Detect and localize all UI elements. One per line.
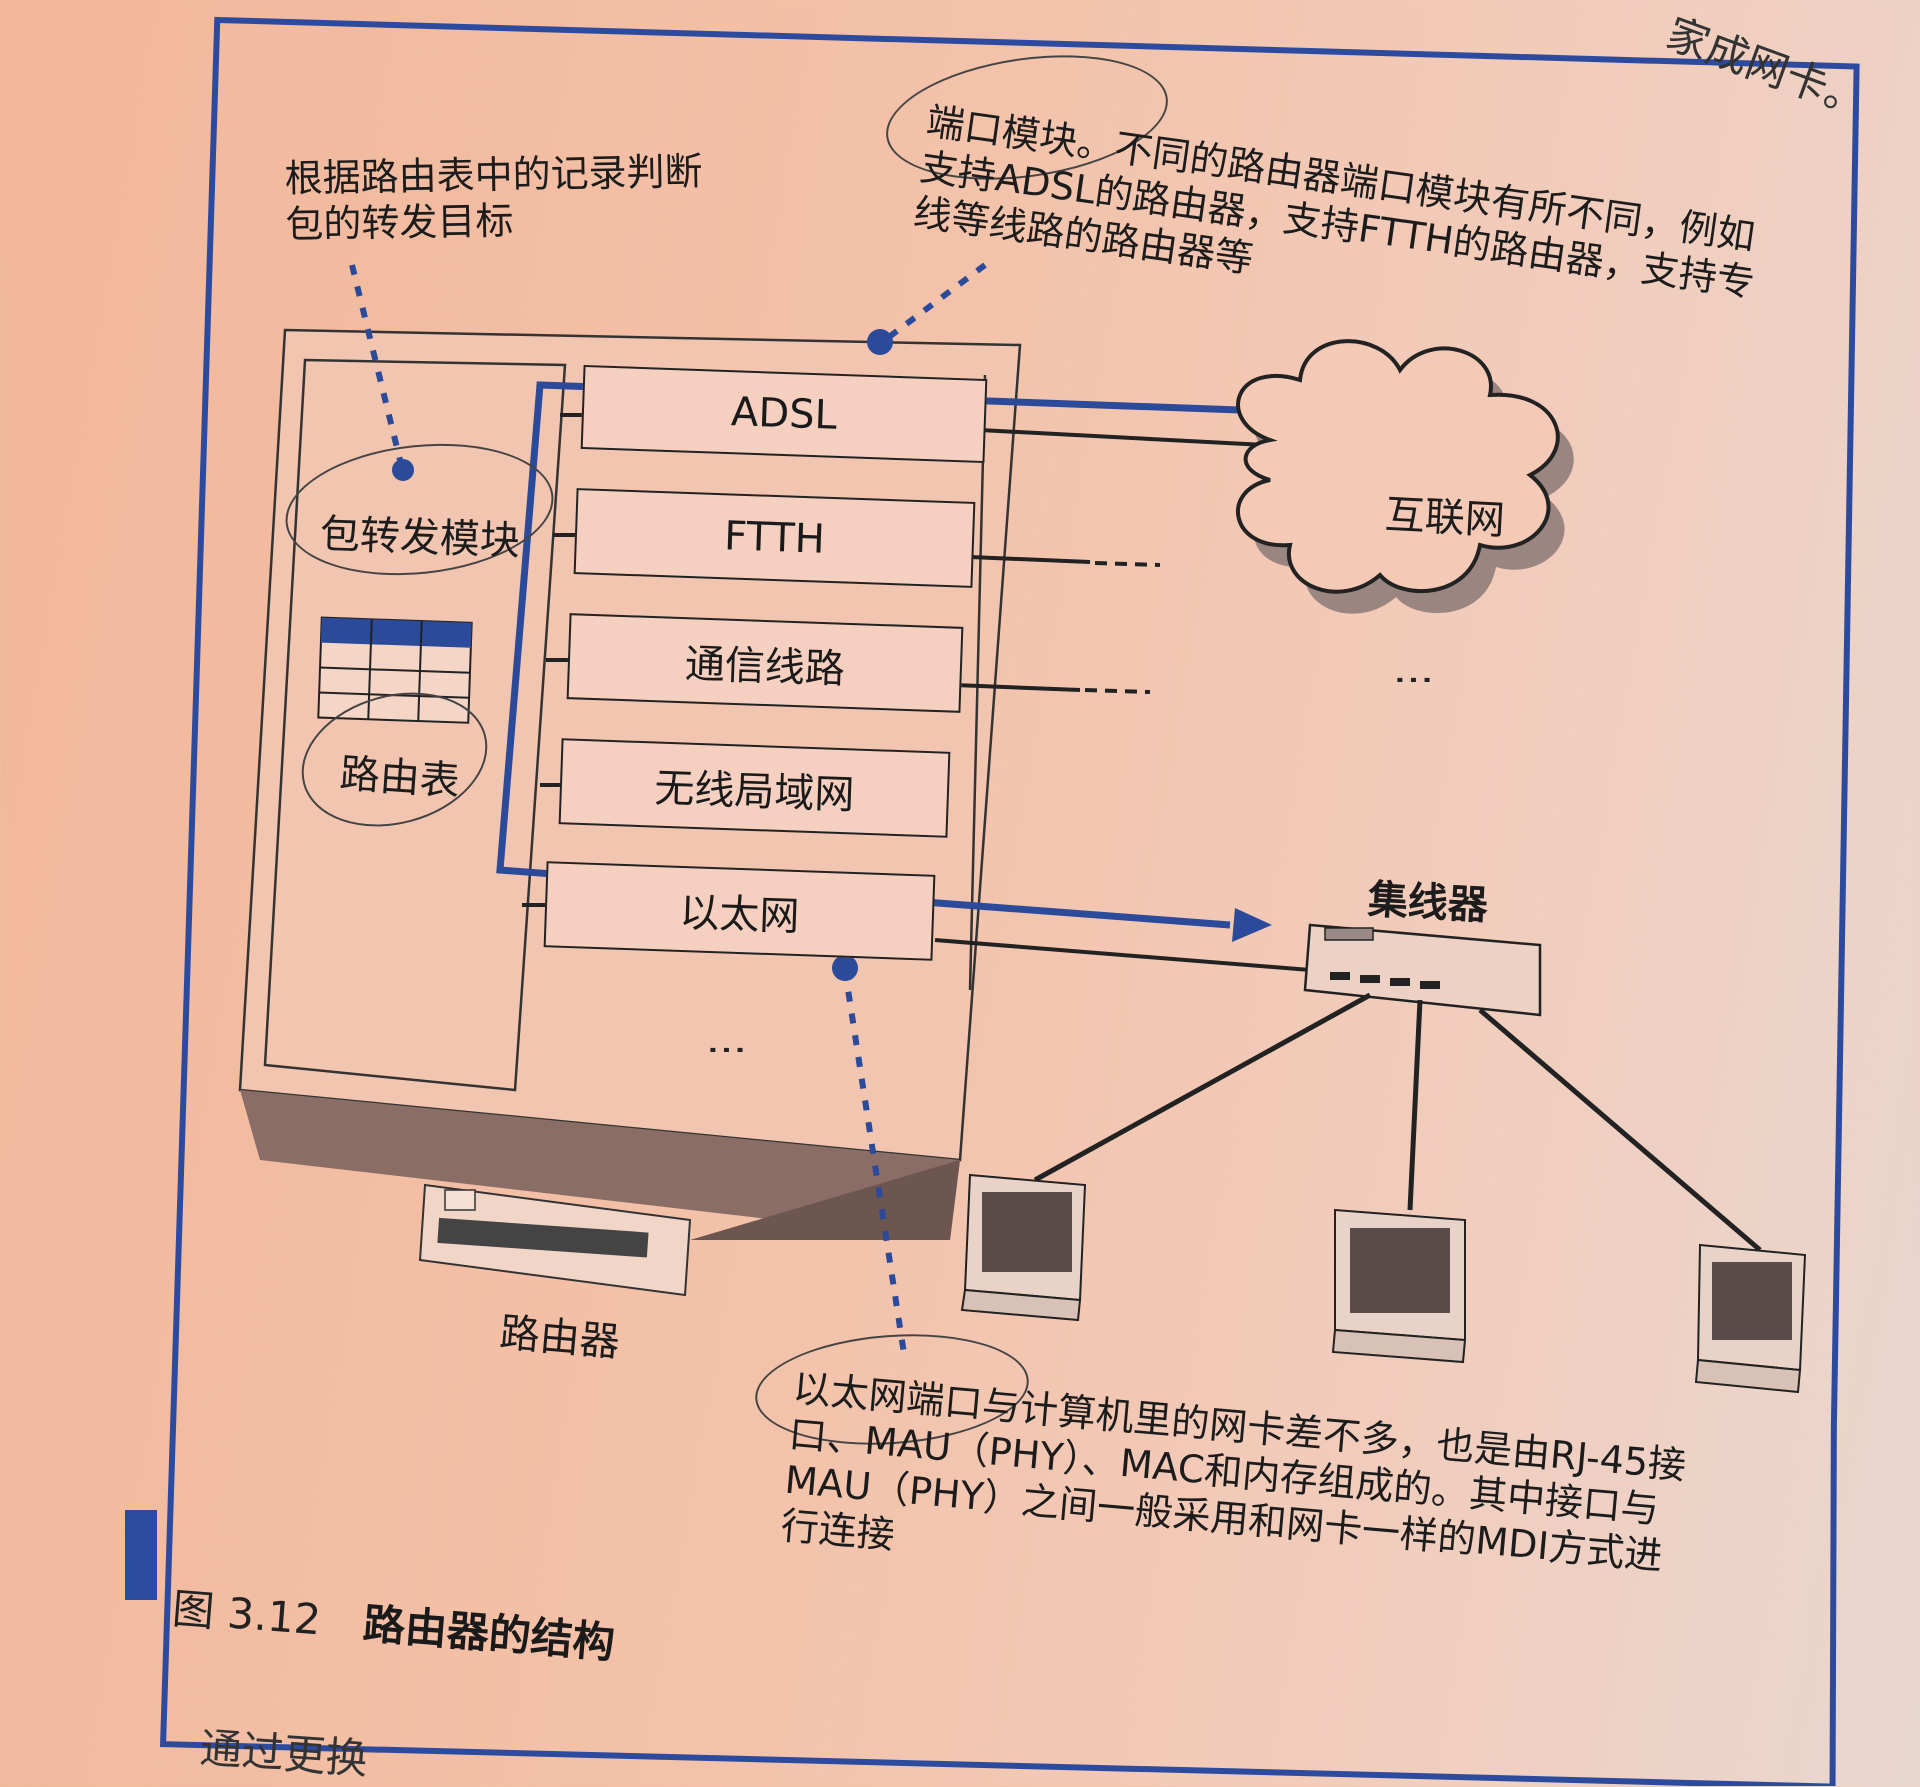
port-module-ftth: FTTH [573,488,976,588]
computer-3 [1694,1243,1807,1394]
note-line: 根据路由表中的记录判断 [284,149,703,201]
computer-1 [960,1173,1087,1322]
hub-label: 集线器 [1366,876,1489,930]
figure-number: 图 3.12 [170,1583,323,1645]
port-label: 以太网 [678,889,801,941]
routing-table-icon [317,616,473,724]
note-line: 包的转发目标 [285,198,514,247]
more-connections-indicator: ⋮ [1391,660,1437,700]
caption-bar [125,1510,157,1600]
hub-device [1303,923,1542,1017]
more-ports-indicator: ⋮ [704,1030,750,1070]
figure-frame [159,16,1860,1786]
port-module-wireless-lan: 无线局域网 [558,738,951,838]
internet-label: 互联网 [1383,491,1506,545]
internet-cloud [1236,339,1574,614]
port-module-communication-line: 通信线路 [566,613,964,713]
router-label: 路由器 [497,1309,622,1367]
forwarding-module-label: 包转发模块 [319,511,521,565]
port-module-ethernet: 以太网 [543,861,936,961]
port-label: ADSL [730,389,838,439]
port-label: 通信线路 [684,641,846,693]
port-module-adsl: ADSL [580,364,988,464]
page-fragment-bottom: 通过更换 [198,1723,370,1784]
routing-table-label: 路由表 [338,750,462,806]
port-label: 无线局域网 [653,765,856,819]
computer-2 [1331,1208,1467,1364]
port-label: FTTH [723,513,826,563]
note-packet-forwarding: 根据路由表中的记录判断 包的转发目标 [284,148,704,247]
